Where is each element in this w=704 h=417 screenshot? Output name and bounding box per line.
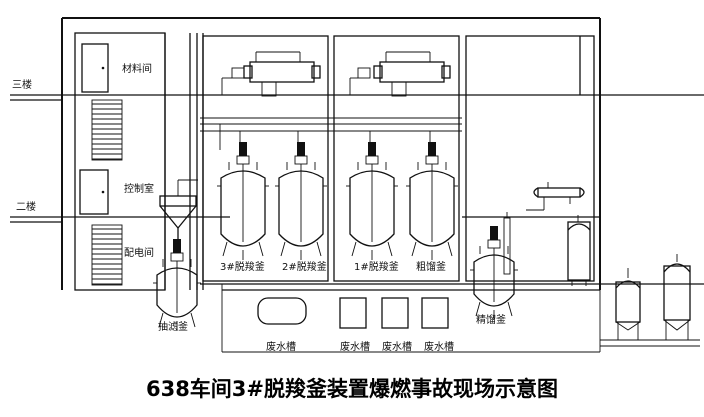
- filter-hopper: [159, 195, 197, 244]
- distill-kettle-label: 粗馏釜: [416, 260, 446, 273]
- building-frame: [10, 17, 704, 353]
- floor-label-third: 三楼: [12, 78, 32, 91]
- reactor-1-body: [349, 170, 395, 247]
- reactor-distill-body: [409, 170, 455, 247]
- staircase: [91, 99, 123, 286]
- reactor-extract-motor: [173, 239, 181, 253]
- reactor-extract: [153, 239, 201, 331]
- extract-kettle-label: 抽滤釜: [158, 320, 188, 333]
- floor-label-second: 二楼: [16, 200, 36, 213]
- diagram-caption: 638车间3#脱羧釜装置爆燃事故现场示意图: [146, 377, 558, 401]
- doors: [79, 43, 109, 215]
- reactor-distill: [406, 142, 458, 260]
- condenser-right: [349, 51, 451, 97]
- kettle-2-label: 2#脱羧釜: [282, 260, 327, 273]
- condenser-left: [221, 51, 321, 97]
- reactor-1-motor: [368, 142, 376, 156]
- waste-tank-2-label: 废水槽: [340, 340, 370, 353]
- kettle-1-label: 1#脱羧釜: [354, 260, 399, 273]
- waste-tank-1-label: 废水槽: [266, 340, 296, 353]
- reactor-fine: [470, 226, 518, 320]
- tank-cylinder: [257, 297, 307, 325]
- tank-box-3: [421, 297, 449, 329]
- reactor-3-body: [220, 170, 266, 247]
- kettle-3-label: 3#脱羧釜: [220, 260, 265, 273]
- reactor-fine-motor: [490, 226, 498, 240]
- material-room-door: [81, 43, 109, 93]
- tank-box-2: [381, 297, 409, 329]
- vertical-pipe: [503, 212, 511, 275]
- material-room-label: 材料间: [122, 62, 152, 75]
- reactor-extract-body: [156, 267, 198, 318]
- reactor-2-body: [278, 170, 324, 247]
- fine-kettle-label: 精馏釜: [476, 313, 506, 326]
- ground-tanks: [257, 297, 449, 329]
- piping: [177, 117, 462, 196]
- control-room-label: 控制室: [124, 182, 154, 195]
- reactor-group: [153, 142, 518, 331]
- waste-tank-4-label: 废水槽: [424, 340, 454, 353]
- reactor-3-motor: [239, 142, 247, 156]
- storage-tanks: [567, 215, 700, 347]
- reactor-2-motor: [297, 142, 305, 156]
- waste-tank-3-label: 废水槽: [382, 340, 412, 353]
- heat-exchanger: [526, 182, 585, 211]
- control-room-door: [79, 169, 109, 215]
- reactor-distill-motor: [428, 142, 436, 156]
- reactor-fine-body: [473, 254, 515, 307]
- tank-box-1: [339, 297, 367, 329]
- reactor-3: [217, 142, 269, 260]
- reactor-2: [275, 142, 327, 260]
- power-room-label: 配电间: [124, 246, 154, 259]
- reactor-1: [346, 142, 398, 260]
